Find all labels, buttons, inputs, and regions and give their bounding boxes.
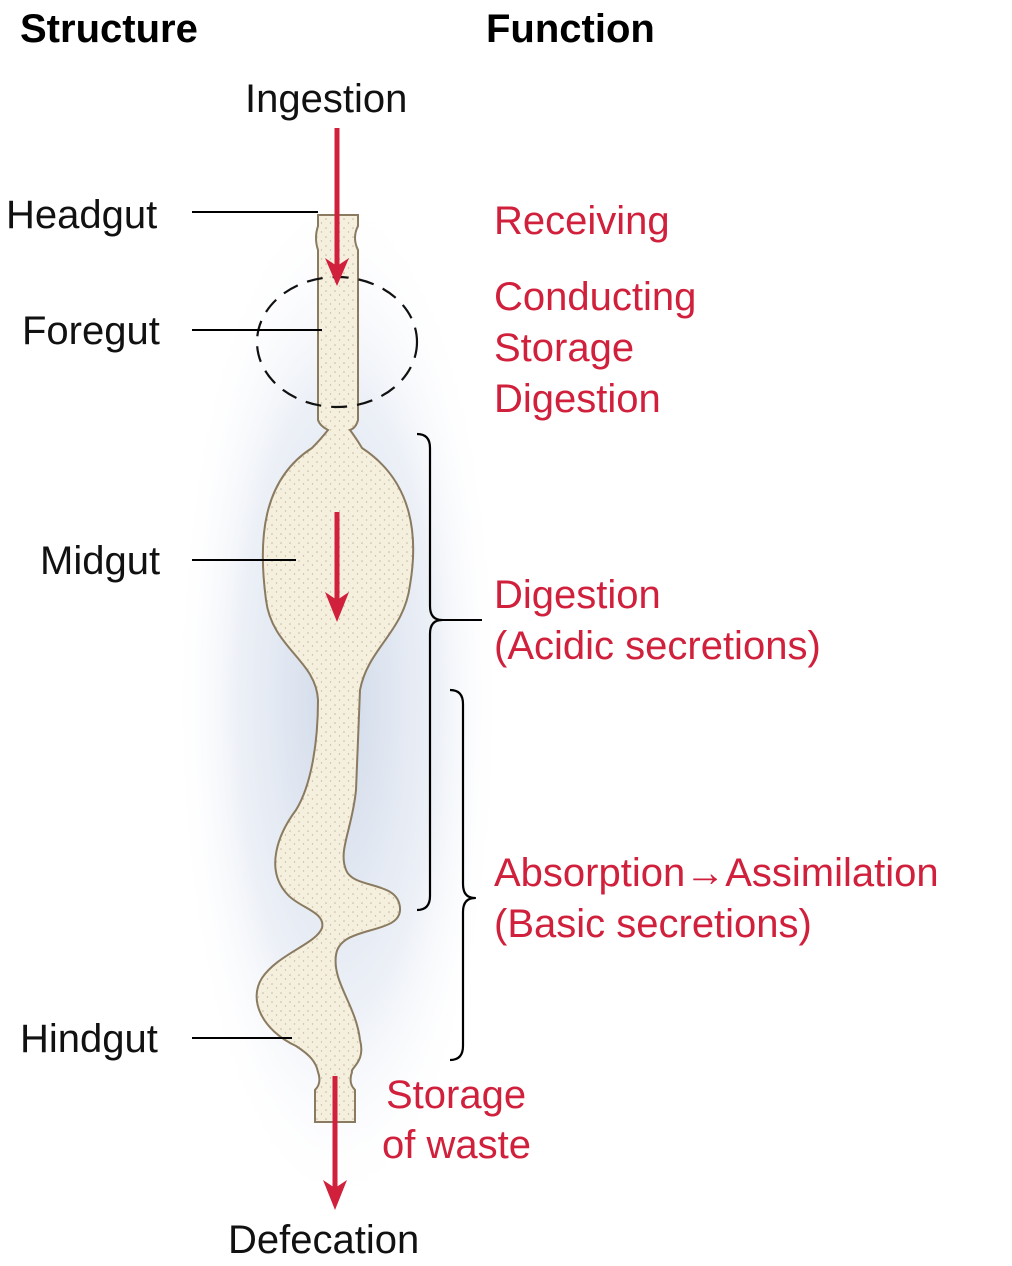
storage-waste-label-line2: of waste	[382, 1123, 531, 1167]
function-header: Function	[486, 7, 655, 51]
acidic-secretions-label: (Acidic secretions)	[494, 624, 821, 668]
storage-waste-label-line1: Storage	[386, 1073, 526, 1117]
midgut-digestion-label: Digestion	[494, 573, 661, 617]
basic-secretions-label: (Basic secretions)	[494, 902, 812, 946]
foregut-digestion-label: Digestion	[494, 377, 661, 421]
foregut-label: Foregut	[22, 309, 160, 353]
midgut-label: Midgut	[40, 539, 160, 583]
storage-label: Storage	[494, 326, 634, 370]
absorption-assimilation-label: Absorption→Assimilation	[494, 851, 939, 895]
structure-header: Structure	[20, 7, 198, 51]
ingestion-label: Ingestion	[245, 77, 407, 121]
hindgut-label: Hindgut	[20, 1017, 158, 1061]
headgut-label: Headgut	[6, 193, 157, 237]
receiving-label: Receiving	[494, 199, 670, 243]
conducting-label: Conducting	[494, 275, 696, 319]
defecation-label: Defecation	[228, 1218, 419, 1261]
